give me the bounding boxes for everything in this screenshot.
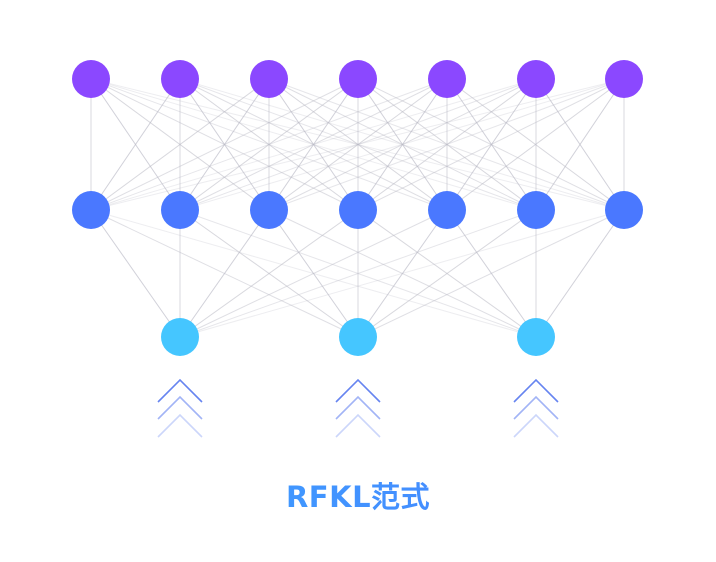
edge-l0-4-1 bbox=[179, 78, 448, 211]
nodes bbox=[72, 60, 643, 356]
node-middle-5 bbox=[428, 191, 466, 229]
edge-l1-6-1 bbox=[357, 209, 625, 338]
edge-l1-5-0 bbox=[179, 209, 537, 338]
edge-l0-5-3 bbox=[357, 78, 537, 211]
edge-l1-2-0 bbox=[179, 209, 270, 338]
edge-l1-2-1 bbox=[268, 209, 359, 338]
edge-l1-0-0 bbox=[90, 209, 181, 338]
edge-l0-2-0 bbox=[90, 78, 270, 211]
node-middle-4 bbox=[339, 191, 377, 229]
edge-l1-5-1 bbox=[357, 209, 537, 338]
edge-l0-4-2 bbox=[268, 78, 448, 211]
chevron-up-icon-3 bbox=[513, 378, 559, 438]
node-top-7 bbox=[605, 60, 643, 98]
node-middle-2 bbox=[161, 191, 199, 229]
edges bbox=[90, 78, 625, 338]
edge-l1-6-0 bbox=[179, 209, 625, 338]
node-middle-7 bbox=[605, 191, 643, 229]
edge-l0-6-4 bbox=[446, 78, 625, 211]
edge-l0-6-2 bbox=[268, 78, 625, 211]
diagram-title: RFKL范式 bbox=[0, 474, 716, 516]
node-bottom-2 bbox=[339, 318, 377, 356]
node-top-5 bbox=[428, 60, 466, 98]
edge-l0-4-0 bbox=[90, 78, 448, 211]
node-top-6 bbox=[517, 60, 555, 98]
input-arrows bbox=[157, 378, 559, 438]
edge-l0-1-0 bbox=[90, 78, 181, 211]
edge-l0-5-1 bbox=[179, 78, 537, 211]
edge-l0-5-4 bbox=[446, 78, 537, 211]
edge-l0-3-1 bbox=[179, 78, 359, 211]
edge-l0-6-0 bbox=[90, 78, 625, 211]
edge-l0-6-3 bbox=[357, 78, 625, 211]
edge-l1-4-2 bbox=[446, 209, 537, 338]
edge-l0-5-2 bbox=[268, 78, 537, 211]
edge-l0-5-0 bbox=[90, 78, 537, 211]
edge-l1-6-2 bbox=[535, 209, 625, 338]
edge-l0-4-3 bbox=[357, 78, 448, 211]
node-bottom-3 bbox=[517, 318, 555, 356]
edge-l0-3-2 bbox=[268, 78, 359, 211]
node-middle-1 bbox=[72, 191, 110, 229]
node-middle-6 bbox=[517, 191, 555, 229]
chevron-up-icon-2 bbox=[335, 378, 381, 438]
edge-l0-3-0 bbox=[90, 78, 359, 211]
node-top-4 bbox=[339, 60, 377, 98]
chevron-up-icon-1 bbox=[157, 378, 203, 438]
edge-l1-4-0 bbox=[179, 209, 448, 338]
node-top-1 bbox=[72, 60, 110, 98]
edge-l1-4-1 bbox=[357, 209, 448, 338]
node-top-2 bbox=[161, 60, 199, 98]
node-top-3 bbox=[250, 60, 288, 98]
edge-l0-2-1 bbox=[179, 78, 270, 211]
node-middle-3 bbox=[250, 191, 288, 229]
edge-l0-6-1 bbox=[179, 78, 625, 211]
edge-l0-6-5 bbox=[535, 78, 625, 211]
node-bottom-1 bbox=[161, 318, 199, 356]
edge-l1-3-0 bbox=[179, 209, 359, 338]
